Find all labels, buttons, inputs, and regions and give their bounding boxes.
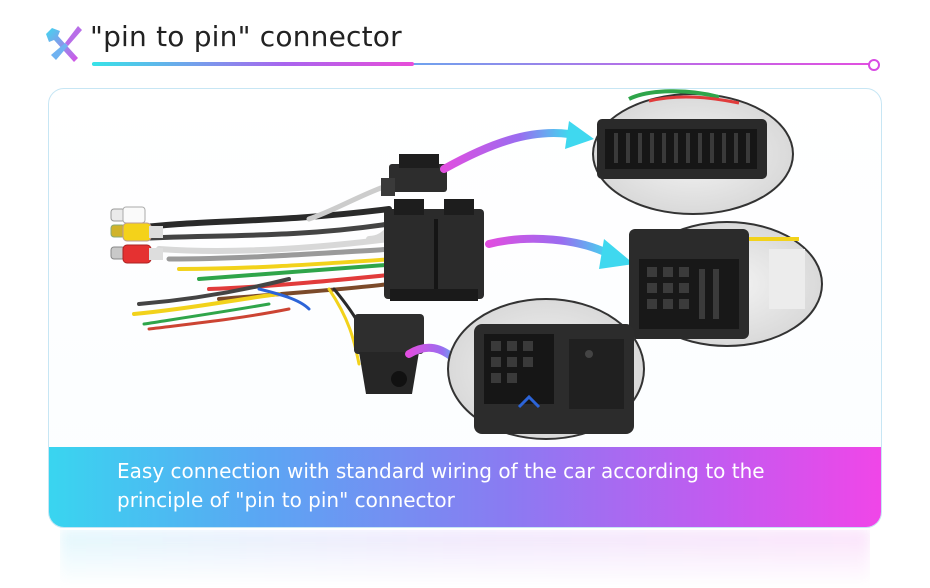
- lens-bottom-connector: [447, 298, 645, 440]
- tools-icon: [46, 26, 82, 62]
- caption-banner: Easy connection with standard wiring of …: [49, 447, 881, 527]
- lens-top-connector: [592, 89, 794, 215]
- page-header: "pin to pin" connector: [0, 0, 930, 80]
- arrow-top: [440, 121, 594, 173]
- divider-end-dot: [868, 59, 880, 71]
- wire-bundle: [126, 176, 412, 366]
- lens-middle-connector: [629, 221, 823, 347]
- title-divider: [92, 63, 870, 65]
- harness-photo: [110, 89, 823, 440]
- connector-bottom: [354, 314, 424, 394]
- connector-top: [381, 154, 447, 196]
- rca-plugs: [110, 206, 163, 264]
- product-card: Easy connection with standard wiring of …: [48, 88, 882, 528]
- arrow-middle: [485, 234, 634, 269]
- page-title: "pin to pin" connector: [90, 20, 402, 53]
- connector-main: [384, 199, 484, 301]
- caption-text: Easy connection with standard wiring of …: [117, 459, 765, 512]
- banner-reflection: [60, 530, 870, 588]
- title-underline: [92, 62, 414, 66]
